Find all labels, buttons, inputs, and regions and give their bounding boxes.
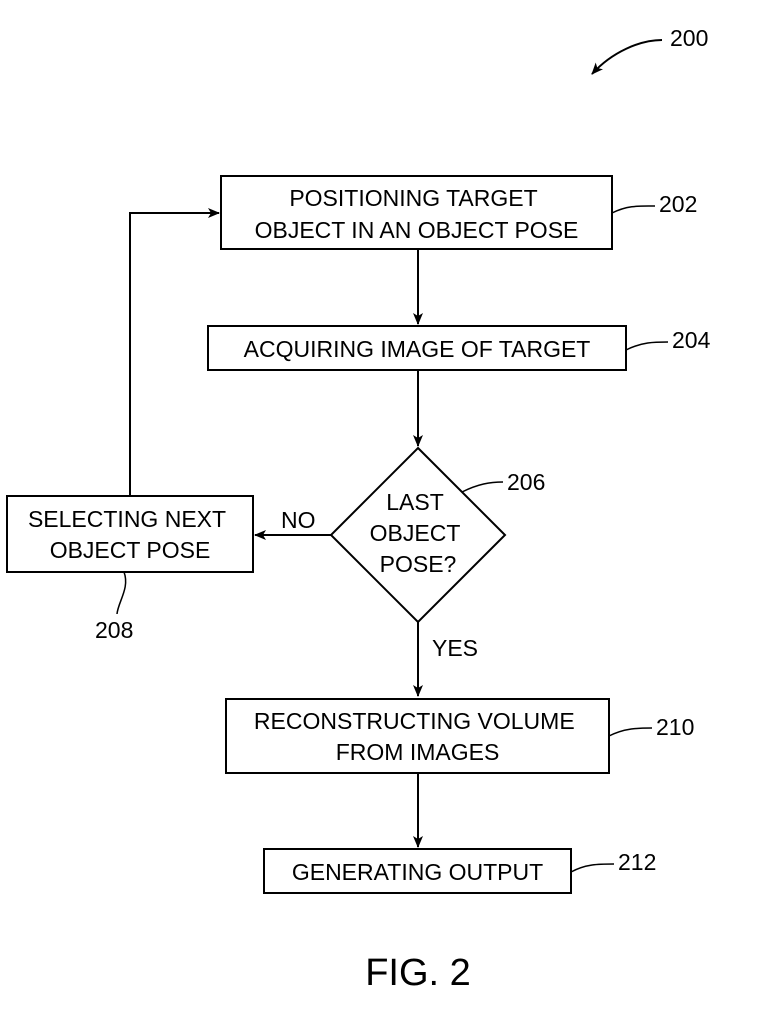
step-204-line-1: ACQUIRING IMAGE OF TARGET xyxy=(244,336,591,362)
step-204: ACQUIRING IMAGE OF TARGET 204 xyxy=(208,326,711,370)
step-208: SELECTING NEXT OBJECT POSE 208 xyxy=(7,496,253,643)
step-212-leader xyxy=(571,864,614,872)
decision-206-line-2: OBJECT xyxy=(370,520,461,546)
step-210-line-1: RECONSTRUCTING VOLUME xyxy=(254,708,575,734)
step-212: GENERATING OUTPUT 212 xyxy=(264,849,656,893)
figure-caption: FIG. 2 xyxy=(365,952,471,994)
decision-206-line-1: LAST xyxy=(386,489,443,515)
figure-number: 200 xyxy=(670,25,708,51)
step-210-line-2: FROM IMAGES xyxy=(336,739,500,765)
step-210-ref: 210 xyxy=(656,714,694,740)
step-202-line-1: POSITIONING TARGET xyxy=(289,185,537,211)
figure-reference: 200 xyxy=(592,25,708,74)
decision-206-ref: 206 xyxy=(507,469,545,495)
step-208-line-2: OBJECT POSE xyxy=(50,537,211,563)
figure-reference-arrow xyxy=(592,40,662,74)
step-202: POSITIONING TARGET OBJECT IN AN OBJECT P… xyxy=(221,176,697,249)
branch-yes-label: YES xyxy=(432,635,478,661)
step-208-leader xyxy=(117,572,126,614)
decision-206-leader xyxy=(462,482,503,492)
step-204-text: ACQUIRING IMAGE OF TARGET xyxy=(244,336,591,362)
step-212-ref: 212 xyxy=(618,849,656,875)
branch-no-label: NO xyxy=(281,507,316,533)
step-212-text: GENERATING OUTPUT xyxy=(292,859,543,885)
step-208-ref: 208 xyxy=(95,617,133,643)
decision-206-line-3: POSE? xyxy=(380,551,457,577)
step-202-ref: 202 xyxy=(659,191,697,217)
connector-208-202-loop xyxy=(130,213,219,496)
step-204-ref: 204 xyxy=(672,327,711,353)
step-202-leader xyxy=(612,206,655,213)
decision-206: LAST OBJECT POSE? 206 xyxy=(331,448,545,622)
step-204-leader xyxy=(626,342,668,350)
step-210: RECONSTRUCTING VOLUME FROM IMAGES 210 xyxy=(226,699,694,773)
step-212-line-1: GENERATING OUTPUT xyxy=(292,859,543,885)
step-210-leader xyxy=(609,728,652,736)
step-202-line-2: OBJECT IN AN OBJECT POSE xyxy=(255,217,579,243)
step-208-line-1: SELECTING NEXT xyxy=(28,506,226,532)
